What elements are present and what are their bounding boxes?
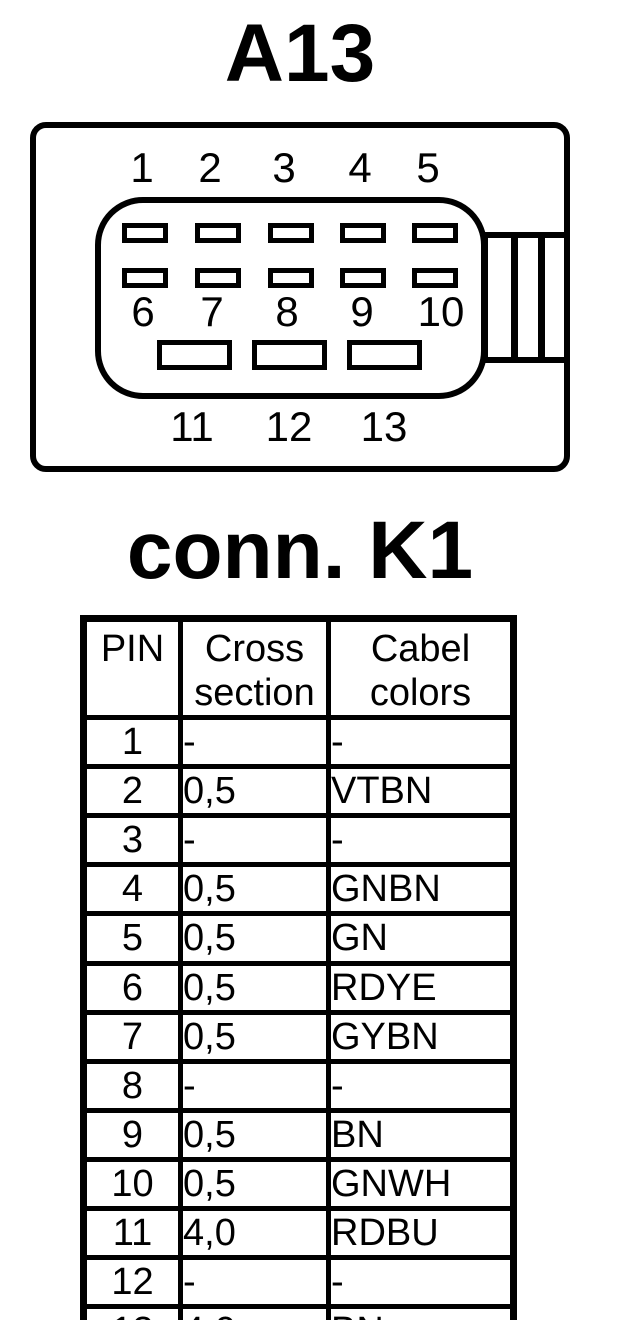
table-row: 11 4,0 RDBU xyxy=(81,1205,516,1261)
cable-color-cell: - xyxy=(326,1255,516,1310)
cross-section-cell: 0,5 xyxy=(178,911,331,966)
pin-label-1: 1 xyxy=(130,144,154,191)
pin-slot-8 xyxy=(268,268,314,288)
header-pin: PIN xyxy=(81,615,183,721)
pin-number-cell: 5 xyxy=(81,911,183,966)
table-body: 1 - - 2 0,5 VTBN 3 - - 4 xyxy=(81,715,516,1320)
pin-number-cell: 6 xyxy=(81,960,183,1015)
pin-number-cell: 10 xyxy=(81,1156,183,1211)
pin-slot-9 xyxy=(340,268,386,288)
pin-slot-2 xyxy=(195,223,241,243)
pin-label-7: 7 xyxy=(200,288,224,335)
pin-number-cell: 11 xyxy=(81,1205,183,1261)
pin-slot-7 xyxy=(195,268,241,288)
cross-section-cell: - xyxy=(178,813,331,868)
cross-section-cell: 0,5 xyxy=(178,1107,331,1162)
pin-label-6: 6 xyxy=(131,288,155,335)
latch-rib xyxy=(511,238,518,357)
pin-slot-1 xyxy=(122,223,168,243)
connector-name-title: conn. K1 xyxy=(126,505,474,596)
latch-rib xyxy=(538,238,545,357)
pin-label-11: 11 xyxy=(170,403,214,450)
pin-label-3: 3 xyxy=(272,144,296,191)
pin-slot-3 xyxy=(268,223,314,243)
pin-label-5: 5 xyxy=(416,144,440,191)
pin-label-9: 9 xyxy=(350,288,374,335)
pin-slot-5 xyxy=(412,223,458,243)
table-row: 1 - - xyxy=(81,715,516,770)
cable-color-cell: RDYE xyxy=(326,960,516,1015)
pin-number-cell: 2 xyxy=(81,764,183,819)
table-row: 3 - - xyxy=(81,813,516,868)
pin-slot-4 xyxy=(340,223,386,243)
pin-number-cell: 8 xyxy=(81,1058,183,1113)
cable-color-cell: BN xyxy=(326,1304,516,1320)
table-header-row: PIN Cross section Cabel colors xyxy=(81,615,516,721)
cross-section-cell: 4,0 xyxy=(178,1205,331,1261)
table-row: 13 4,0 BN xyxy=(81,1304,516,1320)
cross-section-cell: 0,5 xyxy=(178,1156,331,1211)
pin-assignment-table: PIN Cross section Cabel colors 1 - - 2 0… xyxy=(80,615,517,1320)
cable-color-cell: - xyxy=(326,813,516,868)
pin-number-cell: 7 xyxy=(81,1009,183,1064)
pin-label-10: 10 xyxy=(417,288,465,335)
pin-label-8: 8 xyxy=(275,288,299,335)
pin-number-cell: 3 xyxy=(81,813,183,868)
pin-label-13: 13 xyxy=(360,403,408,450)
table-row: 12 - - xyxy=(81,1255,516,1310)
cross-section-cell: - xyxy=(178,1255,331,1310)
header-cable-colors: Cabel colors xyxy=(326,615,516,721)
cable-color-cell: VTBN xyxy=(326,764,516,819)
cross-section-cell: 0,5 xyxy=(178,960,331,1015)
table-row: 10 0,5 GNWH xyxy=(81,1156,516,1211)
pin-number-cell: 1 xyxy=(81,715,183,770)
cable-color-cell: - xyxy=(326,715,516,770)
pin-slot-10 xyxy=(412,268,458,288)
cross-section-cell: 0,5 xyxy=(178,862,331,917)
pin-label-12: 12 xyxy=(265,403,313,450)
pin-label-2: 2 xyxy=(198,144,222,191)
pin-number-cell: 13 xyxy=(81,1304,183,1320)
cable-color-cell: GYBN xyxy=(326,1009,516,1064)
pin-slot-13 xyxy=(347,340,422,370)
table-row: 9 0,5 BN xyxy=(81,1107,516,1162)
pin-number-cell: 4 xyxy=(81,862,183,917)
cross-section-cell: - xyxy=(178,1058,331,1113)
cross-section-cell: 4,0 xyxy=(178,1304,331,1320)
table-row: 5 0,5 GN xyxy=(81,911,516,966)
device-title: A13 xyxy=(224,8,376,99)
cross-section-cell: 0,5 xyxy=(178,1009,331,1064)
cross-section-cell: - xyxy=(178,715,331,770)
header-cross-section: Cross section xyxy=(178,615,331,721)
cable-color-cell: GN xyxy=(326,911,516,966)
cable-color-cell: GNWH xyxy=(326,1156,516,1211)
table-row: 2 0,5 VTBN xyxy=(81,764,516,819)
pin-number-cell: 9 xyxy=(81,1107,183,1162)
table-row: 4 0,5 GNBN xyxy=(81,862,516,917)
table-row: 8 - - xyxy=(81,1058,516,1113)
cable-color-cell: GNBN xyxy=(326,862,516,917)
pin-slot-12 xyxy=(252,340,327,370)
pin-number-cell: 12 xyxy=(81,1255,183,1310)
cable-color-cell: RDBU xyxy=(326,1205,516,1261)
cable-color-cell: - xyxy=(326,1058,516,1113)
table-row: 6 0,5 RDYE xyxy=(81,960,516,1015)
pin-slot-11 xyxy=(157,340,232,370)
connector-latch xyxy=(482,232,570,363)
pin-label-4: 4 xyxy=(348,144,372,191)
table-row: 7 0,5 GYBN xyxy=(81,1009,516,1064)
cross-section-cell: 0,5 xyxy=(178,764,331,819)
pin-slot-6 xyxy=(122,268,168,288)
cable-color-cell: BN xyxy=(326,1107,516,1162)
